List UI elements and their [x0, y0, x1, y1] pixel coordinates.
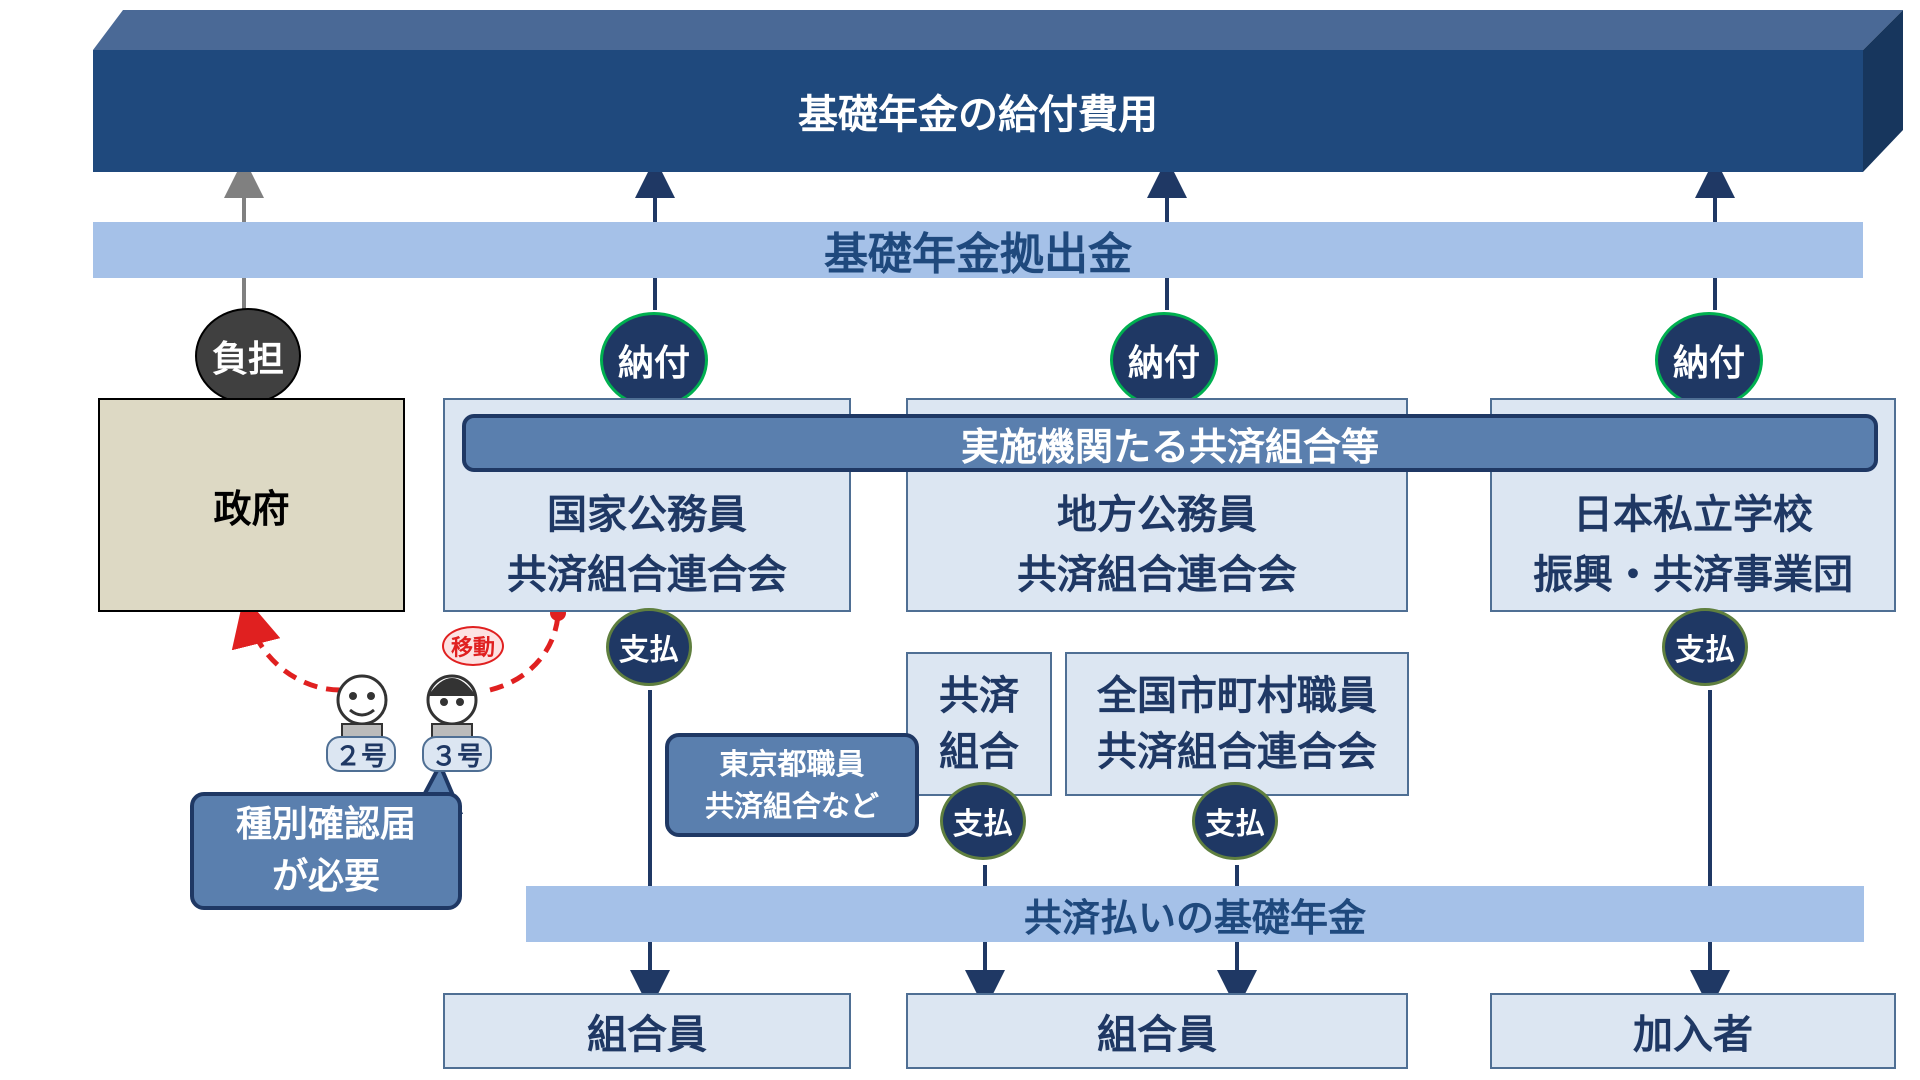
subscriber-box: 加入者	[1490, 993, 1896, 1069]
mutual-aid-line2: 組合	[939, 729, 1019, 775]
municipal-federation-line1: 全国市町村職員	[1097, 673, 1377, 719]
pay-out-circle-mutual: 支払	[940, 782, 1026, 860]
pay-out-circle-private: 支払	[1662, 608, 1748, 686]
type3-person-icon	[426, 674, 478, 743]
private-school-line2: 振興・共済事業団	[1533, 552, 1853, 598]
type2-person-icon	[336, 674, 388, 743]
municipal-federation-line2: 共済組合連合会	[1097, 729, 1377, 775]
pay-out-circle-municipal: 支払	[1192, 782, 1278, 860]
pay-in-circle-local: 納付	[1110, 312, 1218, 408]
mutual-aid-line1: 共済	[939, 673, 1019, 719]
top-bar-side-face	[1863, 10, 1903, 172]
contribution-band: 基礎年金拠出金	[93, 222, 1863, 280]
private-school-line1: 日本私立学校	[1573, 492, 1813, 538]
type2-tag: ２号	[326, 736, 396, 772]
pay-out-circle-national: 支払	[606, 608, 692, 686]
municipal-federation-box: 全国市町村職員 共済組合連合会	[1065, 652, 1409, 796]
member-box-local: 組合員	[906, 993, 1408, 1069]
move-arrow-to-government	[231, 595, 341, 693]
national-federation-line2: 共済組合連合会	[507, 552, 787, 598]
member-box-national: 組合員	[443, 993, 851, 1069]
mutual-aid-box: 共済 組合	[906, 652, 1052, 796]
tokyo-note-line1: 東京都職員	[719, 747, 865, 781]
government-box: 政府	[98, 398, 405, 612]
move-label: 移動	[442, 626, 504, 666]
tokyo-note-line2: 共済組合など	[704, 789, 879, 823]
notice-line1: 種別確認届	[235, 804, 416, 845]
benefit-band: 共済払いの基礎年金	[526, 886, 1864, 942]
local-federation-line1: 地方公務員	[1057, 492, 1257, 538]
type3-tag: ３号	[422, 736, 492, 772]
tokyo-note-callout: 東京都職員 共済組合など	[665, 733, 919, 837]
pay-in-circle-national: 納付	[600, 312, 708, 408]
top-bar-top-face	[93, 10, 1903, 50]
move-arrow-from-federation	[489, 614, 561, 693]
benefit-cost-bar: 基礎年金の給付費用	[93, 50, 1863, 172]
local-federation-line2: 共済組合連合会	[1017, 552, 1297, 598]
notice-line2: が必要	[271, 856, 380, 897]
notice-callout: 種別確認届 が必要	[190, 792, 462, 910]
national-federation-line1: 国家公務員	[547, 492, 747, 538]
burden-circle: 負担	[195, 308, 301, 404]
pay-in-circle-private: 納付	[1655, 312, 1763, 408]
implementing-bodies-bar: 実施機関たる共済組合等	[462, 414, 1878, 472]
